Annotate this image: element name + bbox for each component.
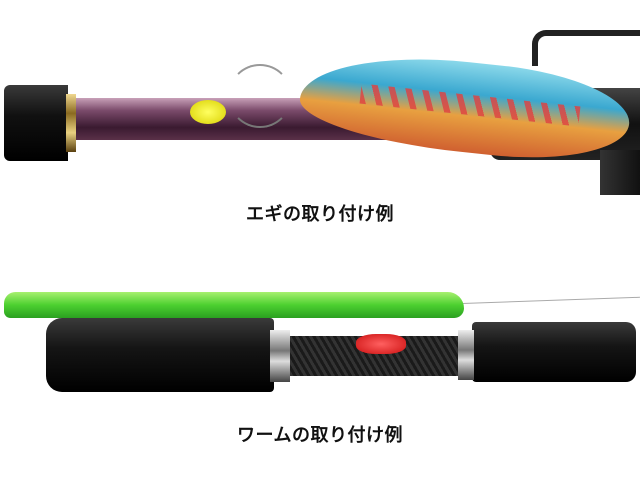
soft-worm	[4, 292, 464, 318]
jig-hooks	[228, 64, 292, 128]
hook-keeper-yellow	[190, 100, 226, 124]
rod-ferrule	[66, 94, 76, 152]
egi-caption: エギの取り付け例	[246, 204, 394, 225]
rod-ferrule	[270, 330, 290, 382]
rod-rear-grip	[46, 318, 274, 392]
reel-foot	[600, 150, 640, 195]
rod-fore-grip	[472, 322, 636, 382]
rod-carbon-section	[290, 336, 470, 376]
hook-keeper-red	[356, 334, 406, 354]
reel-bail-arm	[532, 30, 640, 66]
rod-ferrule	[458, 330, 474, 380]
fishing-line	[455, 296, 640, 305]
worm-caption: ワームの取り付け例	[237, 425, 403, 446]
rod-grip	[4, 85, 68, 161]
